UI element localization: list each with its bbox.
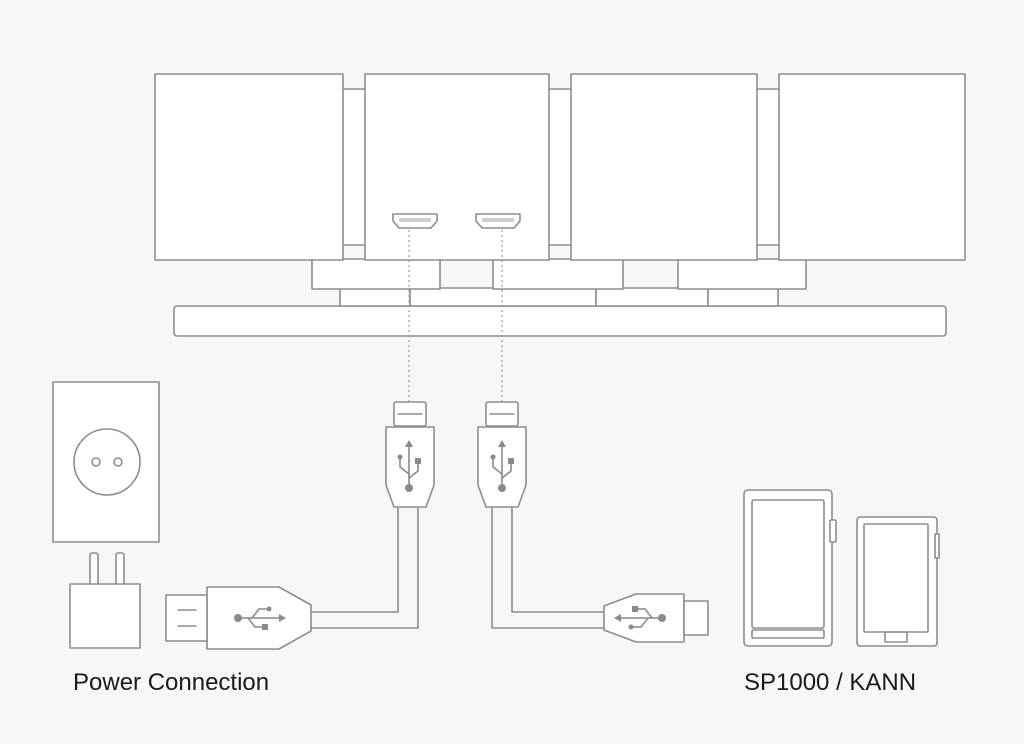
speaker-module-3 (570, 73, 758, 261)
usb-symbol-icon (234, 606, 286, 630)
usb-cable-left (165, 401, 435, 650)
usb-symbol-icon (397, 440, 421, 492)
kann-player (856, 516, 940, 647)
usb-cable-right (477, 401, 709, 643)
micro-usb-port-right (475, 213, 521, 229)
micro-usb-port-left (392, 213, 438, 229)
speaker-array (154, 73, 966, 261)
usb-symbol-icon (614, 606, 666, 630)
sp1000-player (743, 489, 837, 647)
player-model-label: SP1000 / KANN (744, 669, 917, 696)
speaker-module-4 (778, 73, 966, 261)
power-connection-label: Power Connection (73, 669, 270, 696)
wall-outlet (52, 381, 160, 543)
speaker-module-2 (364, 73, 550, 261)
module-joints (341, 88, 781, 246)
speaker-base (173, 258, 947, 337)
speaker-module-1 (154, 73, 344, 261)
usb-symbol-icon (490, 440, 514, 492)
usb-power-adapter (69, 552, 141, 649)
